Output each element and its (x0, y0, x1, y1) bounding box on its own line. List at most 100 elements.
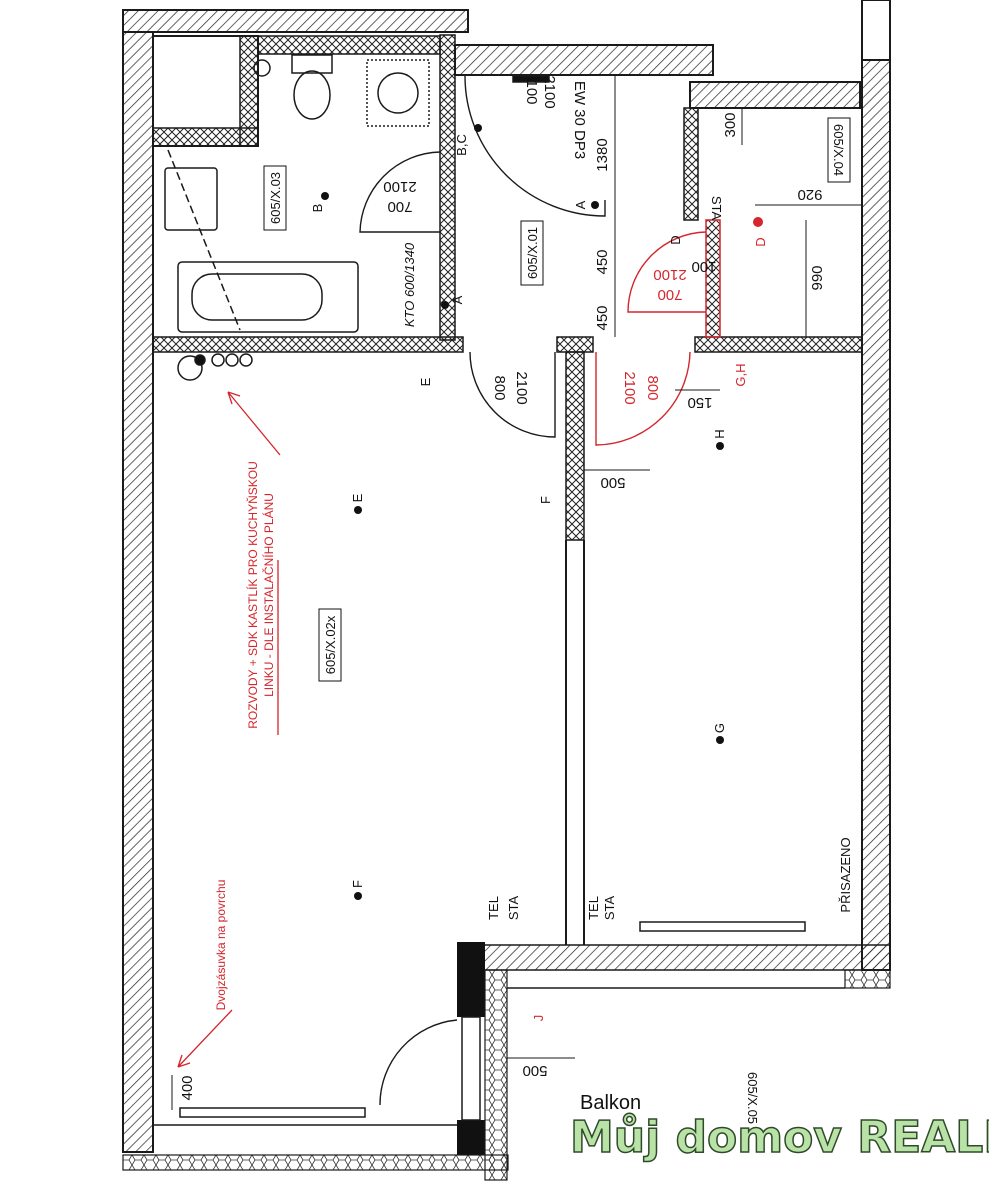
washbasin (164, 167, 218, 231)
dim-2100c: 2100 (513, 371, 530, 404)
room-living: 605/X.02x (323, 615, 338, 674)
dimensions: 2100 700 1380 450 450 2100 700 100 300 9… (179, 75, 826, 1100)
notes: ROZVODY + SDK KASTLÍK PRO KUCHYŇSKOU LIN… (214, 461, 276, 1010)
dim-990: 990 (809, 265, 826, 290)
wall-partition (565, 351, 585, 541)
marker-j-balcony: J (531, 1015, 546, 1022)
pipe-1 (177, 355, 203, 381)
door-rating: EW 30 DP3 (571, 81, 588, 159)
dim-2100b: 2100 (653, 266, 686, 283)
dim-800b: 800 (644, 375, 661, 400)
tel-label-room: TEL (586, 896, 601, 920)
dim-150: 150 (687, 394, 712, 411)
dim-920: 920 (797, 186, 822, 203)
bathtub-inner (191, 273, 323, 321)
dim-2100a: 2100 (383, 178, 416, 195)
facade-wall-right (479, 944, 891, 971)
washing-machine (366, 59, 430, 127)
walls (122, 0, 891, 1181)
room-wc: 605/X.04 (831, 124, 846, 176)
sta-label-room: STA (602, 896, 617, 921)
wall-right (861, 59, 891, 971)
wall-top-mid (454, 44, 714, 76)
room-labels: 605/X.01 605/X.02x 605/X.03 605/X.04 605… (263, 117, 851, 1124)
wall-right-top (861, 0, 891, 61)
svg-text:E: E (418, 377, 433, 386)
dim-700b: 700 (657, 286, 682, 303)
marker-f-partition: F (538, 496, 553, 504)
bathtub (177, 261, 359, 333)
svg-text:B,C: B,C (454, 134, 469, 156)
dim-1380: 1380 (594, 138, 611, 171)
bath-diagonal (167, 149, 241, 331)
dim-100: 100 (691, 258, 716, 275)
dim-500a: 500 (600, 474, 625, 491)
door-bath (359, 151, 441, 233)
markers: A A B B,C D D E E F F G H G,H J (310, 124, 768, 1021)
marker-e-living: E (350, 493, 365, 514)
windows (179, 921, 806, 1121)
door-living (469, 351, 556, 438)
svg-text:G,H: G,H (733, 363, 748, 386)
balcony-edge-right (844, 969, 891, 989)
wall-top-right (689, 81, 861, 109)
facade-column-bottom (457, 1120, 485, 1155)
door-balcony (379, 1019, 458, 1106)
svg-text:B: B (310, 204, 325, 213)
watermark: Můj domov REALITY (569, 1111, 989, 1164)
ventilation-unit (512, 75, 550, 83)
window-room (639, 921, 806, 932)
marker-f-living: F (350, 880, 365, 900)
attached-label: PŘISAZENO (838, 837, 853, 912)
wall-inner-horizontal (152, 336, 464, 353)
tel-label-living: TEL (486, 896, 501, 920)
dim-400: 400 (179, 1075, 196, 1100)
annotations (177, 391, 281, 1068)
svg-text:G: G (712, 723, 727, 733)
svg-text:A: A (450, 295, 465, 304)
doors (359, 75, 707, 1106)
door-entrance (464, 75, 606, 217)
svg-text:F: F (350, 880, 365, 888)
marker-g-room: G (712, 723, 727, 744)
room-balcony: 605/X.05 (745, 1072, 760, 1124)
wall-inner-horizontal-mid (556, 336, 594, 353)
sta-label-wc: STA (709, 196, 724, 221)
dim-2100d: 2100 (621, 371, 638, 404)
dim-2100e: 2100 (541, 75, 558, 108)
marker-bc-hall: B,C (454, 124, 482, 156)
kitchen-note-line2: LINKU - DLE INSTALAČNÍHO PLÁNU (261, 493, 276, 697)
svg-text:H: H (712, 429, 727, 438)
wall-wc-new (705, 219, 721, 338)
socket-note: Dvojzásuvka na povrchu (214, 880, 228, 1011)
marker-d-hall: D (668, 235, 683, 244)
arrow-kitchen (227, 391, 281, 456)
text-labels: Balkon EW 30 DP3 KTO 600/1340 PŘISAZENO … (402, 81, 853, 1114)
door-room-new (595, 351, 691, 446)
dim-700a: 700 (387, 198, 412, 215)
toilet-tank (291, 54, 333, 74)
toilet-bowl (293, 70, 331, 120)
wall-top-left (122, 9, 469, 33)
bathtub-label: KTO 600/1340 (402, 242, 417, 327)
balcony-edge-left (484, 969, 508, 1181)
dim-300: 300 (722, 112, 739, 137)
svg-text:J: J (531, 1015, 546, 1022)
balcony-name: Balkon (580, 1092, 641, 1114)
dim-500b: 500 (522, 1062, 547, 1079)
pipe-3 (225, 353, 239, 367)
facade-column (457, 942, 485, 1017)
marker-e-hall: E (418, 377, 433, 386)
floor-edge-bottom (122, 1154, 509, 1171)
marker-d-wc: D (753, 217, 768, 247)
pipe-5 (194, 354, 206, 366)
wall-inner-horizontal-right (694, 336, 863, 353)
dim-450b: 450 (594, 305, 611, 330)
room-hall: 605/X.01 (525, 227, 540, 279)
floor-drain (253, 59, 271, 77)
dim-450a: 450 (594, 249, 611, 274)
door-wc-new (627, 231, 707, 313)
wall-bath-top (257, 35, 441, 55)
marker-b-bath: B (310, 192, 329, 212)
washing-machine-drum (377, 72, 419, 114)
